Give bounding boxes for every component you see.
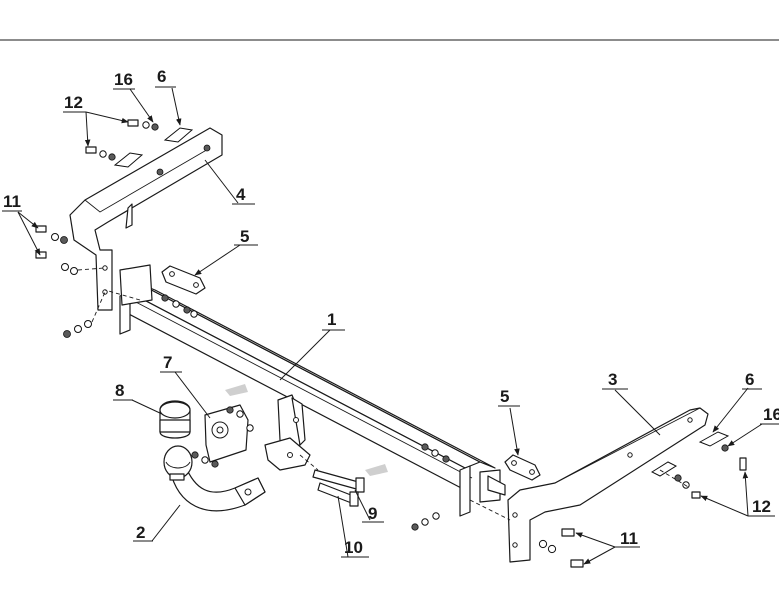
callout-2-label: 2 [136,523,145,542]
callout-1: 1 [279,310,345,381]
callout-5-left: 5 [194,227,258,276]
callout-6-left: 6 [155,67,182,126]
callout-6-left-label: 6 [157,67,166,86]
tow-ball-neck [163,445,266,512]
callout-9: 9 [354,489,384,523]
callout-11-right: 11 [575,529,640,565]
callout-4: 4 [204,159,255,205]
callout-16-left-label: 16 [114,70,133,89]
socket-plate [191,404,254,468]
callout-12-right-label: 12 [752,497,771,516]
callout-10: 10 [337,495,369,558]
callout-4-label: 4 [236,185,246,204]
left-upper-fasteners [85,119,194,168]
callout-5-right-label: 5 [500,387,509,406]
ball-cover [159,400,191,439]
right-side-bracket [479,407,709,563]
callout-12-left: 12 [63,93,129,147]
callout-11-right-label: 11 [620,529,638,548]
ball-mount-bracket [264,394,311,471]
main-crossbar [119,283,496,517]
callout-10-label: 10 [344,538,363,557]
callout-7: 7 [160,353,211,419]
assembly-line-right-upper [659,469,691,489]
callout-6-right: 6 [712,370,762,433]
assembly-line-left [104,289,141,301]
callout-8-label: 8 [115,381,124,400]
right-hanger-plate [411,443,541,531]
callout-16-right: 16 [727,405,779,447]
callout-16-left: 16 [113,70,154,123]
callout-5-left-label: 5 [240,227,249,246]
ball-bolts [299,454,365,507]
left-side-fasteners [35,225,106,338]
right-lower-fasteners [538,528,584,568]
right-upper-fasteners [650,431,747,499]
callout-8: 8 [113,381,163,415]
callout-7-label: 7 [163,353,172,372]
callout-6-right-label: 6 [745,370,754,389]
assembly-line-right [469,499,511,521]
left-hanger-plate [161,265,206,318]
callout-12-right: 12 [700,471,775,517]
callout-3-label: 3 [608,370,617,389]
callout-1-label: 1 [327,310,336,329]
callout-2: 2 [133,504,181,542]
left-side-bracket [69,127,223,311]
callout-3: 3 [602,370,661,436]
callout-11-left-label: 11 [3,192,21,211]
callout-12-left-label: 12 [64,93,83,112]
callout-11-left: 11 [2,192,41,256]
callout-5-right: 5 [498,387,520,456]
callout-9-label: 9 [368,504,377,523]
callout-16-right-label: 16 [763,405,779,424]
